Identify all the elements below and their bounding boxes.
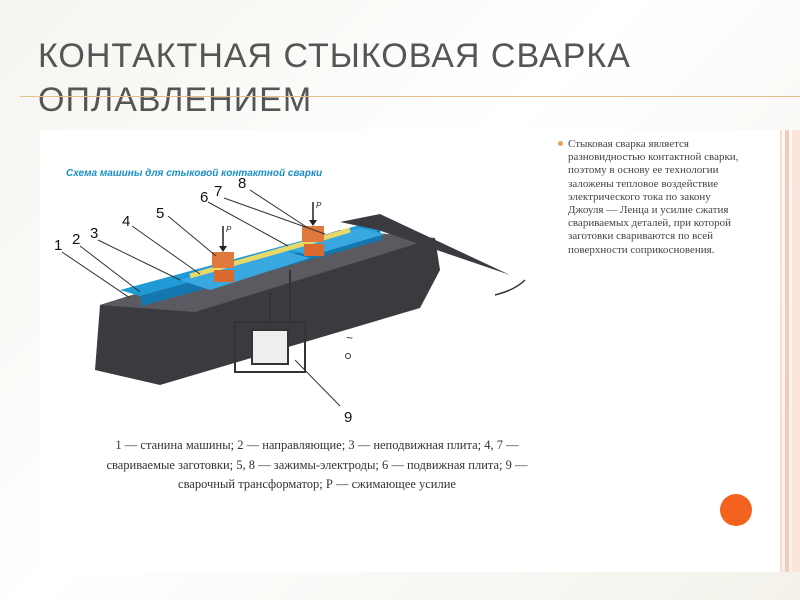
- force-label-right: P: [316, 201, 322, 210]
- slide-title: КОНТАКТНАЯ СТЫКОВАЯ СВАРКА ОПЛАВЛЕНИЕМ: [38, 34, 658, 122]
- label-3: 3: [90, 225, 98, 242]
- slide-content: Схема машины для стыковой контактной сва…: [40, 130, 780, 572]
- clamp-electrode-8: [302, 226, 324, 256]
- label-8: 8: [238, 175, 246, 192]
- diagram-legend: 1 — станина машины; 2 — направляющие; 3 …: [106, 438, 528, 491]
- side-text-block: Стыковая сварка является разновидностью …: [558, 138, 744, 257]
- label-5: 5: [156, 205, 164, 222]
- label-6: 6: [200, 189, 208, 206]
- title-line-1: КОНТАКТНАЯ СТЫКОВАЯ СВАРКА: [38, 37, 631, 75]
- label-2: 2: [72, 231, 80, 248]
- label-1: 1: [54, 237, 62, 254]
- title-divider: [20, 96, 800, 97]
- force-label-left: P: [226, 225, 232, 234]
- label-7: 7: [214, 183, 222, 200]
- welding-transformer: [234, 270, 306, 373]
- clamp-electrode-5: [212, 252, 234, 282]
- title-line-2: ОПЛАВЛЕНИЕМ: [38, 81, 313, 119]
- svg-text:~: ~: [346, 331, 353, 345]
- fixed-plate: [180, 250, 310, 290]
- label-4: 4: [122, 213, 130, 230]
- bullet-icon: [558, 141, 563, 146]
- machine-frame: [95, 230, 440, 385]
- diagram-caption: Схема машины для стыковой контактной сва…: [66, 168, 323, 179]
- label-9: 9: [344, 409, 352, 426]
- decorative-orange-circle: [720, 494, 752, 526]
- lever: [340, 214, 510, 275]
- workpiece-4: [189, 239, 311, 279]
- side-text: Стыковая сварка является разновидностью …: [568, 138, 739, 256]
- welding-machine-diagram: P P ~ 1 2 3 4: [54, 175, 526, 426]
